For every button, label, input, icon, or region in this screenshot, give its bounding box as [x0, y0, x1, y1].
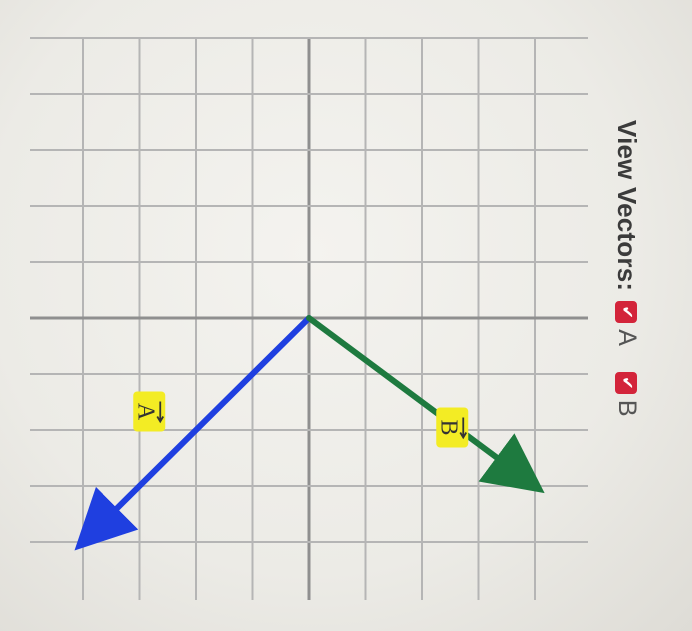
vector-a-label: A	[132, 391, 166, 432]
toggle-label-b: B	[613, 399, 641, 417]
toggle-vector-b[interactable]: ✔ B	[612, 371, 641, 417]
vector-b-label: B	[435, 407, 469, 448]
vector-a-arrow	[74, 315, 312, 551]
view-vectors-title: View Vectors:	[612, 120, 642, 292]
vector-label-tag	[133, 391, 166, 432]
vector-label-text: B	[435, 419, 461, 435]
vector-label-tag	[436, 407, 469, 448]
vector-layer: AB	[74, 315, 545, 551]
view-vectors-panel: View Vectors: ✔ A ✔ B	[592, 120, 652, 520]
toggle-vector-a[interactable]: ✔ A	[612, 301, 641, 346]
checkmark-icon[interactable]: ✔	[615, 371, 638, 394]
vector-arrow-accent-icon	[459, 417, 468, 440]
vector-label-text: A	[132, 403, 158, 421]
toggle-label-a: A	[613, 329, 641, 346]
checkmark-icon[interactable]: ✔	[615, 301, 638, 324]
vector-b-arrow	[306, 315, 545, 494]
vector-arrow-accent-icon	[156, 401, 165, 424]
